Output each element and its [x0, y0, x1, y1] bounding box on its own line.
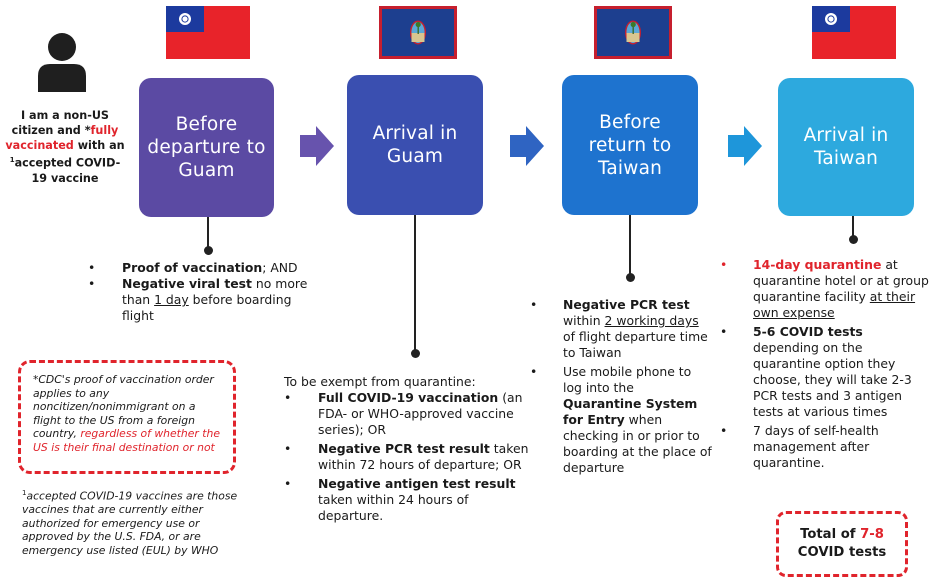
guam-flag-icon — [379, 6, 457, 59]
connector-dot — [203, 246, 213, 255]
stage-before-departure: Before departure to Guam — [139, 78, 274, 217]
quarantine-exempt-intro: To be exempt from quarantine: — [284, 374, 476, 389]
traveler-star: * — [84, 124, 91, 137]
taiwan-flag-icon — [812, 6, 896, 59]
traveler-text-2: with an — [73, 139, 125, 152]
arrival-taiwan-list: 14-day quarantine at quarantine hotel or… — [716, 257, 931, 474]
list-item: Full COVID-19 vaccination (an FDA- or WH… — [284, 390, 534, 438]
footnote-sup: 1 — [22, 489, 27, 497]
total-tests-box: Total of 7-8 COVID tests — [776, 511, 908, 577]
traveler-text-1: I am a non-US citizen and — [11, 109, 109, 137]
cdc-note-box: *CDC's proof of vaccination order applie… — [18, 360, 236, 474]
connector-dot — [410, 349, 420, 358]
connector-line — [414, 215, 416, 353]
cdc-note-text: *CDC's proof of vaccination order applie… — [33, 373, 214, 440]
list-item: 7 days of self-health management after q… — [716, 423, 931, 471]
return-taiwan-list: Negative PCR test within 2 working days … — [528, 297, 713, 479]
arrival-guam-list: Full COVID-19 vaccination (an FDA- or WH… — [284, 390, 534, 527]
guam-flag-icon — [594, 6, 672, 59]
person-icon — [36, 32, 88, 92]
list-item: Use mobile phone to log into the Quarant… — [528, 364, 713, 476]
fully-vaccinated-text: fully vaccinated — [5, 124, 119, 152]
list-item: 14-day quarantine at quarantine hotel or… — [716, 257, 931, 321]
departure-requirements-list: Proof of vaccination; AND Negative viral… — [88, 260, 318, 324]
traveler-text-3: accepted COVID-19 vaccine — [14, 156, 121, 185]
total-line-2: COVID tests — [797, 545, 887, 560]
arrow-right-icon — [510, 126, 544, 166]
connector-line — [207, 217, 209, 250]
vaccine-footnote: 1accepted COVID-19 vaccines are those va… — [22, 487, 252, 558]
taiwan-flag-icon — [166, 6, 250, 59]
stage-arrival-guam: Arrival in Guam — [347, 75, 483, 215]
list-item: 5-6 COVID tests depending on the quarant… — [716, 324, 931, 420]
stage-label: Arrival in Guam — [372, 123, 458, 167]
stage-before-return: Before return to Taiwan — [562, 75, 698, 215]
cdc-note-highlight: regardless of whether the US is their fi… — [33, 427, 220, 454]
footnote-text: accepted COVID-19 vaccines are those vac… — [22, 489, 238, 557]
connector-line — [629, 215, 631, 277]
stage-arrival-taiwan: Arrival in Taiwan — [778, 78, 914, 216]
list-item: Proof of vaccination; AND — [88, 260, 318, 276]
traveler-description: I am a non-US citizen and *fully vaccina… — [4, 108, 126, 186]
stage-label: Before departure to Guam — [147, 114, 266, 181]
traveler-sup: 1 — [9, 156, 15, 164]
list-item: Negative viral test no more than 1 day b… — [88, 276, 318, 324]
total-line-1: Total of 7-8 — [800, 527, 884, 542]
connector-dot — [625, 273, 635, 282]
connector-line — [852, 216, 854, 238]
list-item: Negative antigen test result taken withi… — [284, 476, 534, 524]
list-item: Negative PCR test within 2 working days … — [528, 297, 713, 361]
connector-dot — [848, 235, 858, 244]
arrow-right-icon — [300, 126, 334, 166]
arrow-right-icon — [728, 126, 762, 166]
stage-label: Arrival in Taiwan — [803, 125, 889, 169]
list-item: Negative PCR test result taken within 72… — [284, 441, 534, 473]
stage-label: Before return to Taiwan — [588, 111, 672, 179]
